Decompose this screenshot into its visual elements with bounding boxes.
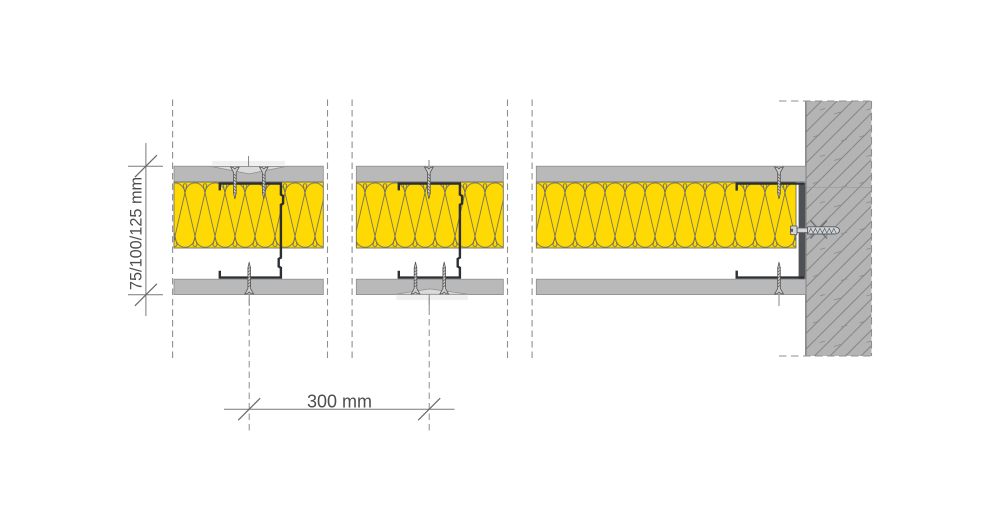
svg-text:75/100/125 mm: 75/100/125 mm [128,177,146,290]
svg-text:300 mm: 300 mm [307,392,372,412]
